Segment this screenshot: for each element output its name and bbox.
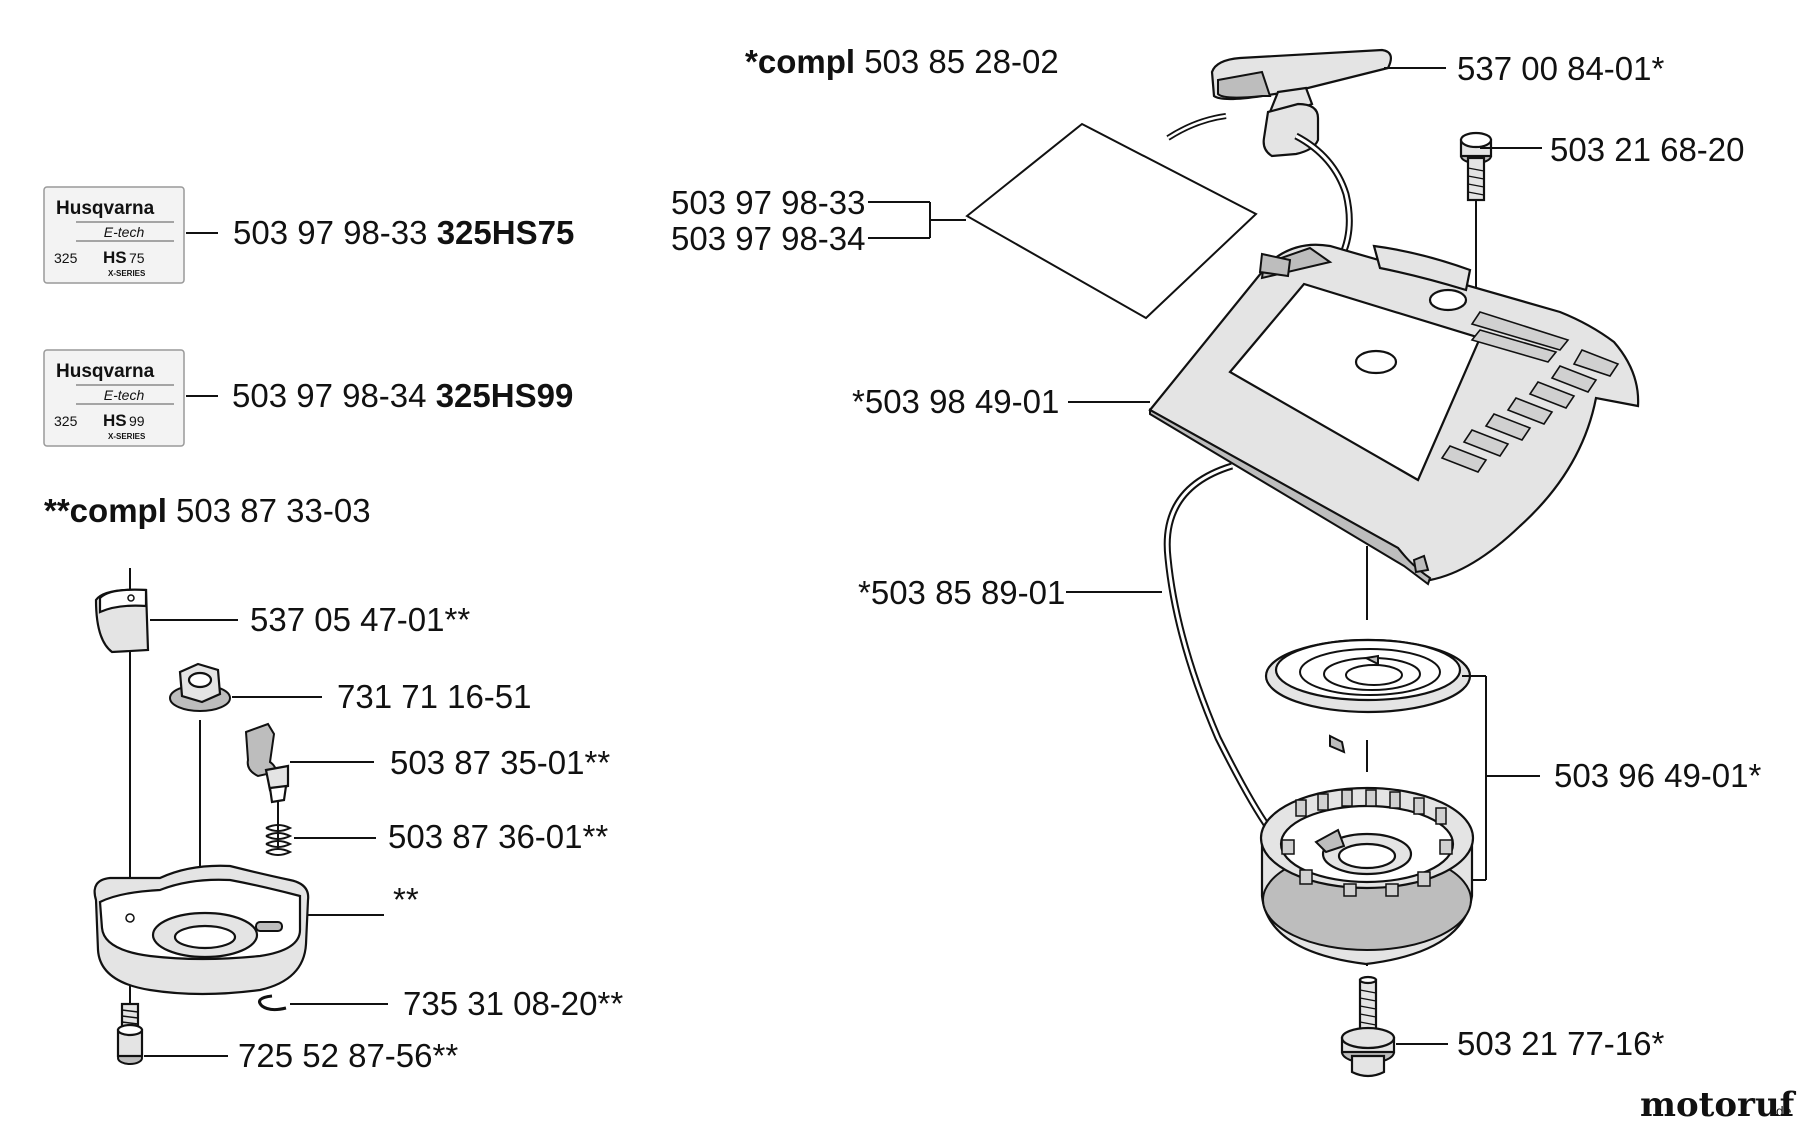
svg-text:E-tech: E-tech: [104, 387, 145, 403]
decal-brand: Husqvarna: [56, 361, 155, 382]
screw-top-part: [1459, 131, 1493, 202]
screw-bottom-label: 503 21 77-16*: [1457, 1025, 1665, 1062]
nut-part: [169, 662, 231, 712]
decal-1-label: 503 97 98-33 325HS75: [233, 214, 574, 251]
svg-text:325: 325: [54, 250, 78, 266]
circlip-part: [258, 994, 287, 1012]
housing-label: **: [393, 881, 419, 918]
starter-handle-part: [1166, 48, 1393, 268]
main-assembly-header: *compl 503 85 28-02: [745, 43, 1059, 80]
decal-325hs99: Husqvarna E-tech 325 HS 99 X-SERIES: [43, 349, 185, 447]
rope-label: *503 85 89-01: [858, 574, 1065, 611]
screw-left-label: 725 52 87-56**: [238, 1037, 458, 1074]
lever-part: [244, 722, 290, 804]
svg-text:99: 99: [129, 413, 145, 429]
starter-cover-part: [1148, 243, 1640, 586]
spring-part: [265, 824, 293, 856]
decal-a-label: 503 97 98-33: [671, 184, 866, 221]
decal-325hs75: Husqvarna E-tech 325 HS 75 X-SERIES: [43, 186, 185, 284]
svg-text:325: 325: [54, 413, 78, 429]
svg-text:75: 75: [129, 250, 145, 266]
decal-b-label: 503 97 98-34: [671, 220, 866, 257]
handle-label: 537 00 84-01*: [1457, 50, 1665, 87]
decal-2-label: 503 97 98-34 325HS99: [232, 377, 573, 414]
starter-housing-part: [93, 864, 310, 996]
decal-brand: Husqvarna: [56, 198, 155, 219]
circlip-label: 735 31 08-20**: [403, 985, 623, 1022]
nut-label: 731 71 16-51: [337, 678, 532, 715]
spring-pulley-label: 503 96 49-01*: [1554, 757, 1762, 794]
pulley-part: [1259, 786, 1475, 966]
decal-sheet-part: [965, 122, 1258, 320]
sub-assembly-header: **compl 503 87 33-03: [44, 492, 371, 529]
svg-text:E-tech: E-tech: [104, 224, 145, 240]
pawl-label: 537 05 47-01**: [250, 601, 470, 638]
starter-rope-part: [1163, 462, 1273, 833]
svg-text:X-SERIES: X-SERIES: [108, 432, 146, 441]
svg-text:X-SERIES: X-SERIES: [108, 269, 146, 278]
pawl-part: [94, 588, 150, 654]
screw-top-label: 503 21 68-20: [1550, 131, 1745, 168]
cover-label: *503 98 49-01: [852, 383, 1059, 420]
screw-part-left: [116, 1002, 144, 1065]
svg-text:HS: HS: [103, 248, 127, 267]
svg-text:HS: HS: [103, 411, 127, 430]
lever-label: 503 87 35-01**: [390, 744, 610, 781]
svg-text:.de: .de: [1772, 1103, 1792, 1119]
spring-label: 503 87 36-01**: [388, 818, 608, 855]
watermark-logo: motoruf .de: [1640, 1085, 1797, 1125]
svg-text:motoruf: motoruf: [1640, 1085, 1797, 1125]
recoil-spring-part: [1264, 638, 1472, 754]
screw-bottom-part: [1340, 975, 1396, 1078]
